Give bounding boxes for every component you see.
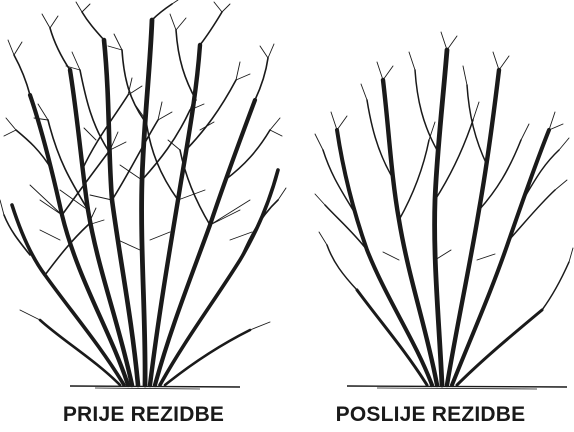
caption-after-pruning: POSLIJE REZIDBE bbox=[287, 398, 574, 432]
main-stems-after bbox=[337, 50, 549, 385]
main-stems-before bbox=[12, 20, 278, 385]
shrub-after-pruning bbox=[287, 0, 574, 395]
caption-before-pruning: PRIJE REZIDBE bbox=[0, 398, 287, 432]
shrub-before-pruning bbox=[0, 0, 287, 395]
secondary-branches-after bbox=[323, 70, 569, 310]
